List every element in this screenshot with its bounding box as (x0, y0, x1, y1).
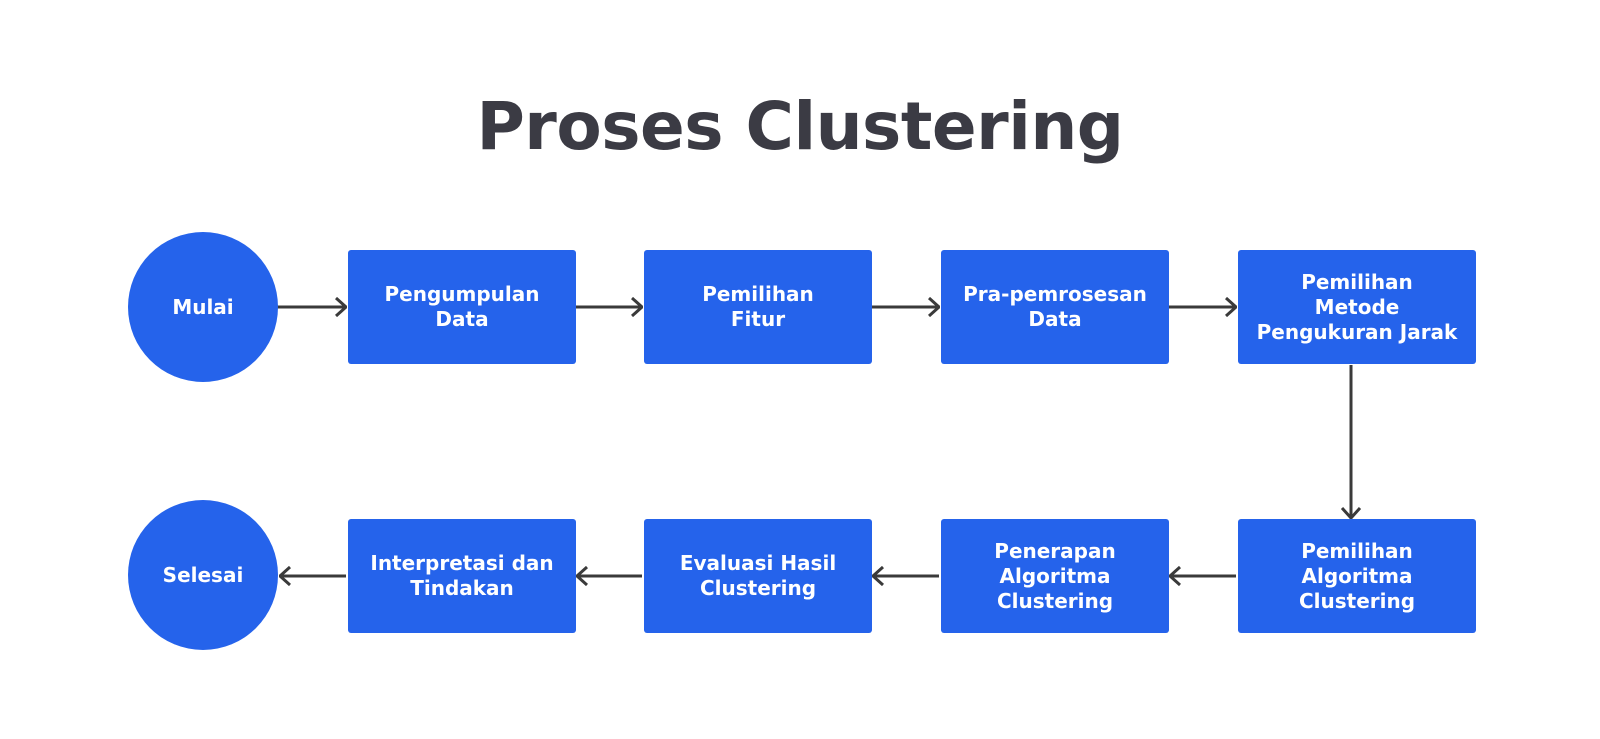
step-pemilihan-algoritma: Pemilihan Algoritma Clustering (1238, 519, 1476, 633)
step-pra-pemrosesan-data: Pra-pemrosesan Data (941, 250, 1169, 364)
diagram-title: Proses Clustering (476, 88, 1124, 165)
step-interpretasi-tindakan: Interpretasi dan Tindakan (348, 519, 576, 633)
step-evaluasi-hasil: Evaluasi Hasil Clustering (644, 519, 872, 633)
step-pemilihan-fitur: Pemilihan Fitur (644, 250, 872, 364)
start-node: Mulai (128, 232, 278, 382)
step-pengumpulan-data: Pengumpulan Data (348, 250, 576, 364)
step-pemilihan-metode-jarak: Pemilihan Metode Pengukuran Jarak (1238, 250, 1476, 364)
end-node: Selesai (128, 500, 278, 650)
step-penerapan-algoritma: Penerapan Algoritma Clustering (941, 519, 1169, 633)
